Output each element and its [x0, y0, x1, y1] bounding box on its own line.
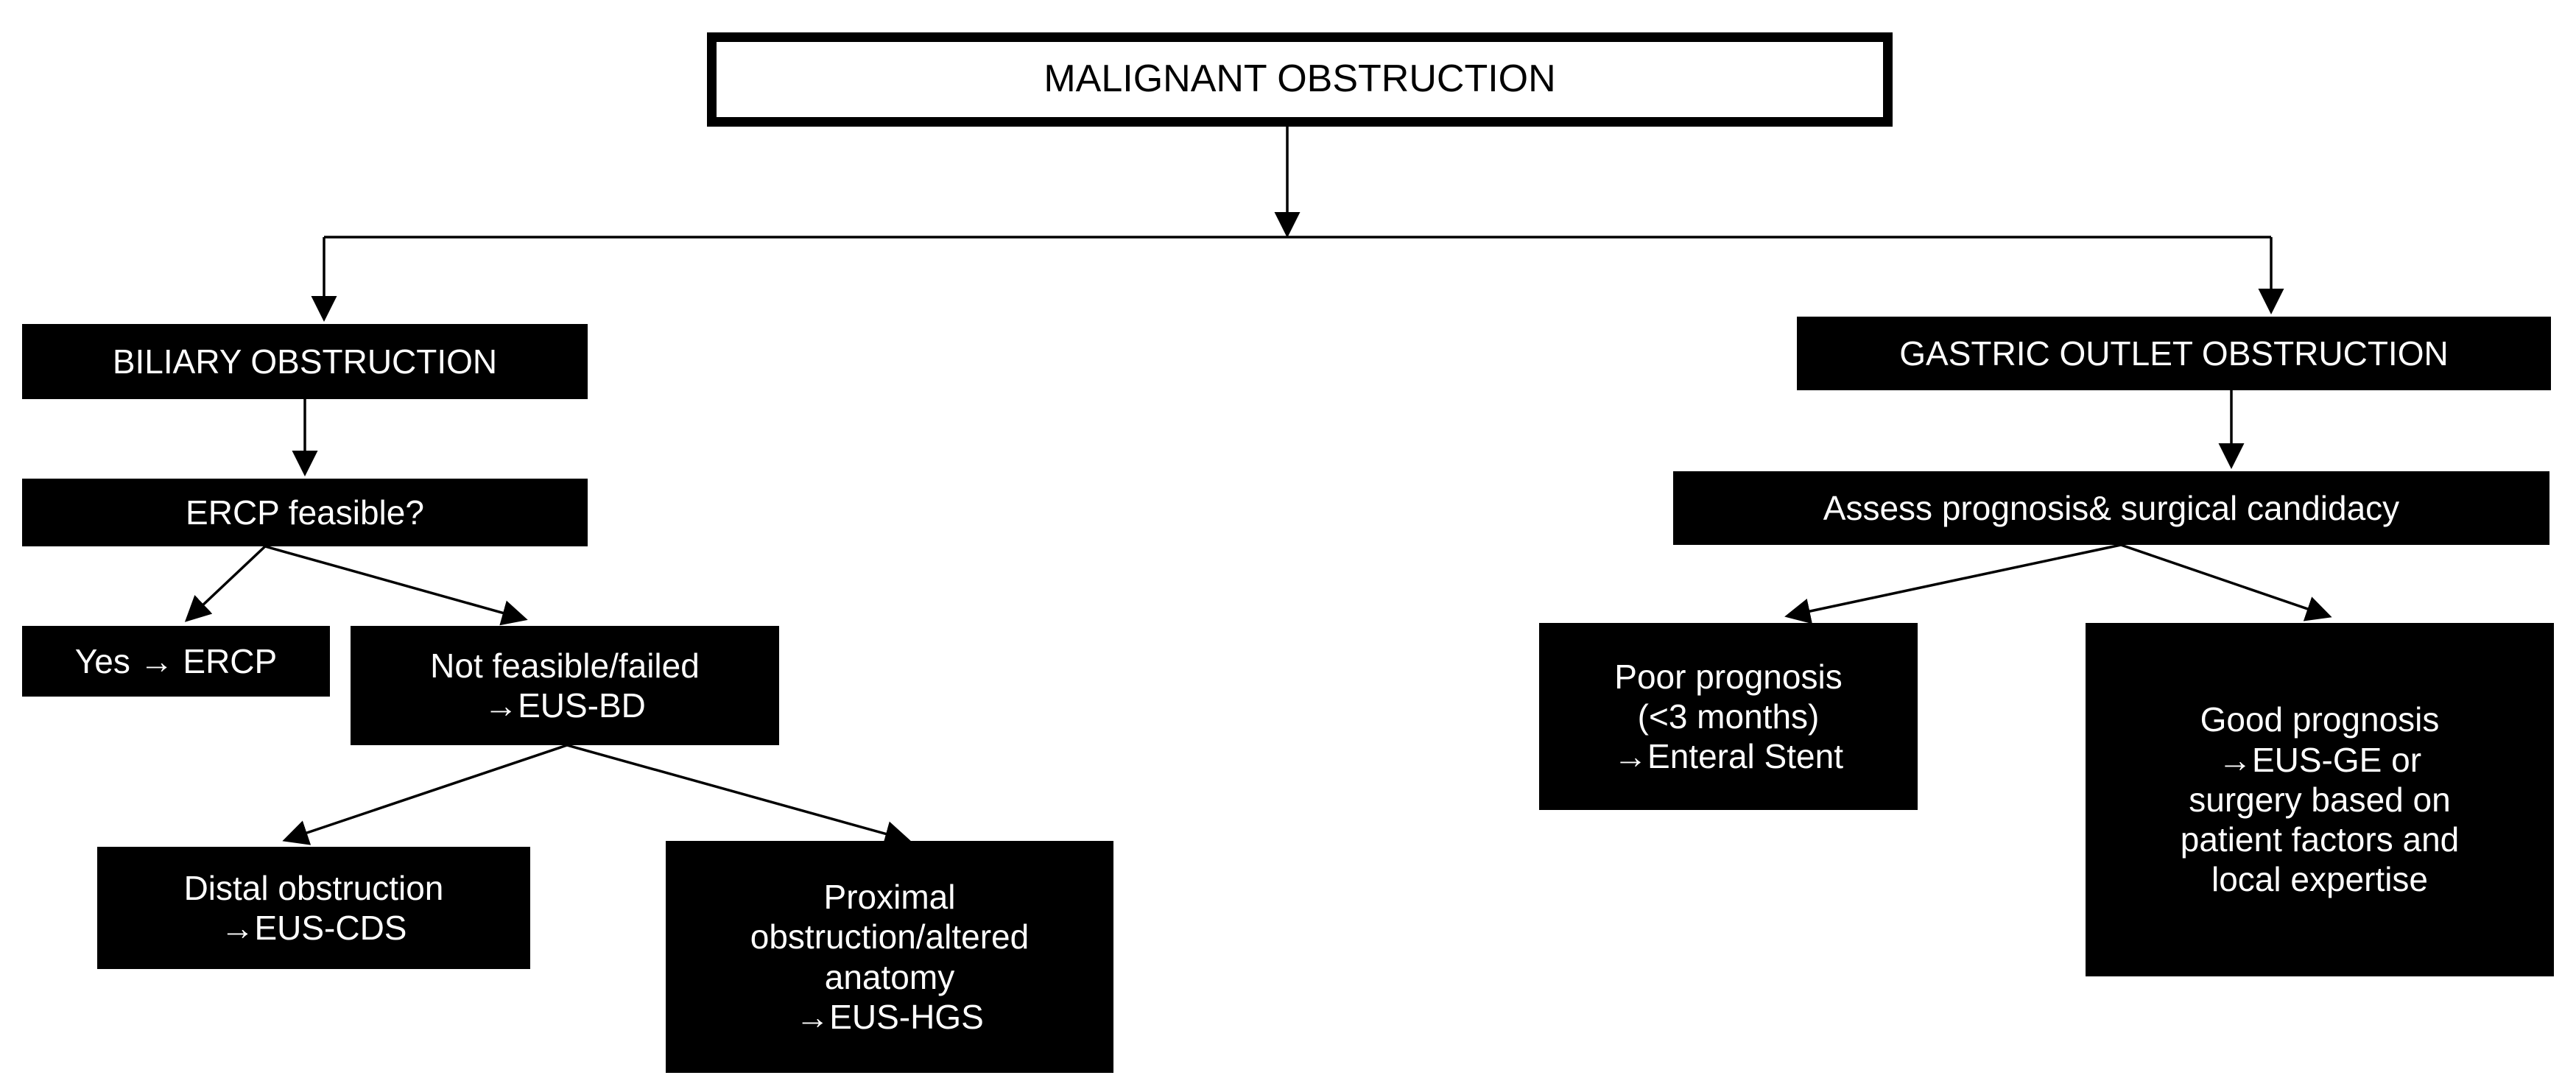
ercp-feasible-box: ERCP feasible?	[22, 479, 588, 546]
proximal-obstruction-box: Proximal obstruction/altered anatomy →EU…	[666, 841, 1113, 1073]
gastric-outlet-obstruction-box: GASTRIC OUTLET OBSTRUCTION	[1797, 317, 2551, 390]
malignant-obstruction-box: MALIGNANT OBSTRUCTION	[707, 32, 1893, 127]
eusbd-to-distal-arrow	[282, 744, 568, 845]
ercp-to-yes-arrow	[184, 545, 267, 622]
ercp-to-notfeasible-arrow	[264, 545, 528, 626]
poor-prognosis-box: Poor prognosis (<3 months) →Enteral Sten…	[1539, 623, 1918, 810]
biliary-obstruction-box: BILIARY OBSTRUCTION	[22, 324, 588, 399]
eusbd-to-proximal-arrow	[566, 744, 911, 847]
good-prognosis-box: Good prognosis →EUS-GE or surgery based …	[2086, 623, 2554, 976]
yes-ercp-box: Yes → ERCP	[22, 626, 330, 697]
assess-prognosis-box: Assess prognosis& surgical candidacy	[1673, 471, 2549, 545]
not-feasible-eus-bd-box: Not feasible/failed →EUS-BD	[351, 626, 779, 745]
assess-to-good-arrow	[2120, 543, 2332, 621]
assess-to-poor-arrow	[1784, 543, 2122, 624]
distal-obstruction-box: Distal obstruction →EUS-CDS	[97, 847, 530, 969]
